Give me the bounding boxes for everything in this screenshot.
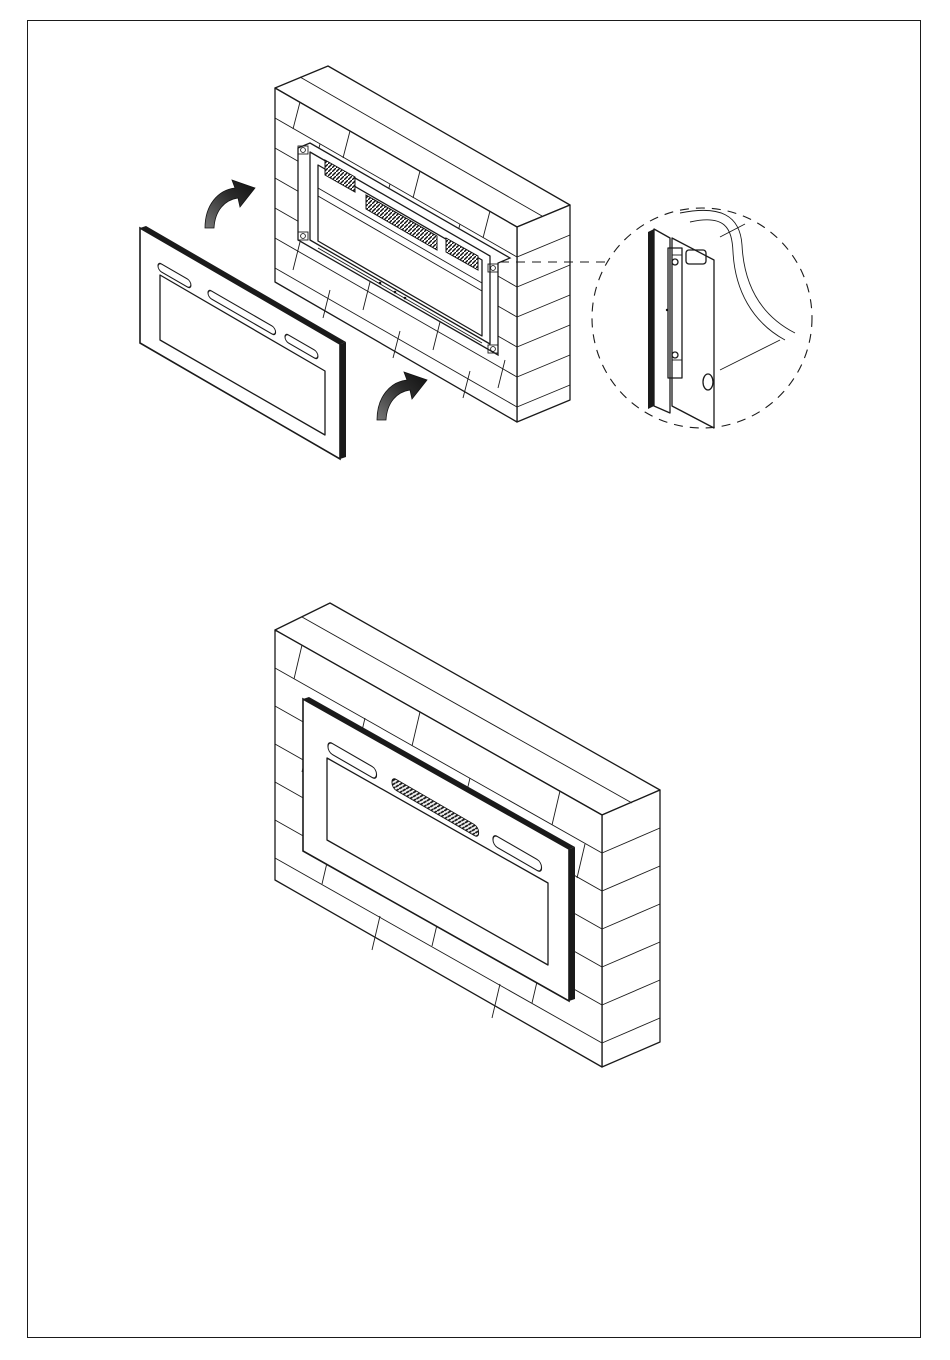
lift-arrow-upper bbox=[205, 180, 255, 228]
step-2-figure bbox=[275, 603, 660, 1067]
lift-arrow-lower bbox=[377, 372, 427, 420]
mounting-bracket-detail bbox=[592, 208, 812, 428]
step-1-figure bbox=[140, 66, 812, 459]
